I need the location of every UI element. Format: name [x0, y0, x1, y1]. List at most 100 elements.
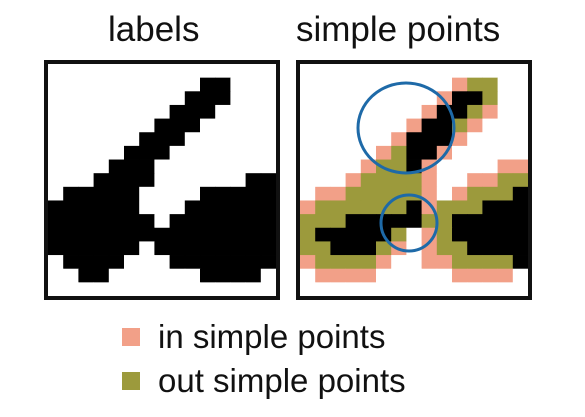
labels-black-pixel — [200, 268, 216, 283]
simple-points-white-pixel — [482, 282, 498, 297]
simple-points-white-pixel — [360, 118, 377, 133]
simple-points-out-simple-point-pixel — [315, 214, 331, 229]
simple-points-in-simple-point-pixel — [315, 268, 331, 283]
labels-white-pixel — [184, 186, 201, 201]
labels-black-pixel — [245, 255, 262, 270]
simple-points-in-simple-point-pixel — [421, 255, 438, 270]
labels-white-pixel — [63, 132, 79, 147]
labels-white-pixel — [154, 77, 170, 92]
labels-black-pixel — [245, 200, 262, 215]
simple-points-black-pixel — [376, 214, 392, 229]
labels-black-pixel — [124, 200, 140, 215]
simple-points-black-pixel — [512, 255, 529, 270]
labels-black-pixel — [200, 214, 216, 229]
labels-black-pixel — [184, 241, 201, 256]
simple-points-black-pixel — [452, 91, 468, 106]
simple-points-out-simple-point-pixel — [482, 186, 498, 201]
labels-black-pixel — [215, 255, 231, 270]
simple-points-white-pixel — [315, 118, 331, 133]
labels-white-pixel — [230, 145, 246, 160]
labels-white-pixel — [230, 159, 246, 174]
labels-black-pixel — [139, 227, 155, 242]
labels-black-pixel — [63, 186, 79, 201]
labels-black-pixel — [78, 241, 94, 256]
simple-points-in-simple-point-pixel — [512, 159, 529, 174]
simple-points-white-pixel — [436, 77, 453, 92]
labels-black-pixel — [48, 200, 64, 215]
labels-black-pixel — [108, 227, 125, 242]
labels-white-pixel — [260, 268, 277, 283]
simple-points-out-simple-point-pixel — [452, 241, 468, 256]
simple-points-out-simple-point-pixel — [360, 186, 377, 201]
labels-white-pixel — [184, 145, 201, 160]
simple-points-white-pixel — [406, 255, 422, 270]
simple-points-white-pixel — [467, 132, 483, 147]
labels-black-pixel — [200, 200, 216, 215]
simple-points-out-simple-point-pixel — [330, 200, 346, 215]
simple-points-black-pixel — [467, 241, 483, 256]
labels-white-pixel — [215, 282, 231, 297]
simple-points-in-simple-point-pixel — [330, 186, 346, 201]
simple-points-white-pixel — [467, 145, 483, 160]
simple-points-white-pixel — [330, 104, 346, 119]
simple-points-in-simple-point-pixel — [482, 173, 498, 188]
simple-points-out-simple-point-pixel — [497, 186, 514, 201]
labels-white-pixel — [63, 77, 79, 92]
labels-white-pixel — [63, 145, 79, 160]
labels-black-pixel — [245, 214, 262, 229]
simple-points-white-pixel — [436, 268, 453, 283]
labels-white-pixel — [48, 186, 64, 201]
simple-points-in-simple-point-pixel — [421, 104, 438, 119]
simple-points-in-simple-point-pixel — [452, 132, 468, 147]
labels-white-pixel — [63, 64, 79, 79]
simple-points-out-simple-point-pixel — [391, 145, 407, 160]
labels-black-pixel — [93, 214, 110, 229]
labels-black-pixel — [124, 145, 140, 160]
simple-points-black-pixel — [406, 214, 422, 229]
labels-black-pixel — [139, 132, 155, 147]
labels-white-pixel — [245, 118, 262, 133]
labels-white-pixel — [260, 282, 277, 297]
simple-points-white-pixel — [376, 91, 392, 106]
labels-white-pixel — [93, 104, 110, 119]
labels-white-pixel — [63, 173, 79, 188]
labels-white-pixel — [260, 145, 277, 160]
labels-black-pixel — [260, 200, 277, 215]
simple-points-black-pixel — [452, 104, 468, 119]
labels-black-pixel — [230, 241, 246, 256]
simple-points-white-pixel — [315, 159, 331, 174]
labels-white-pixel — [139, 255, 155, 270]
labels-black-pixel — [124, 241, 140, 256]
simple-points-white-pixel — [300, 282, 316, 297]
simple-points-out-simple-point-pixel — [300, 214, 316, 229]
simple-points-white-pixel — [512, 118, 529, 133]
simple-points-white-pixel — [315, 145, 331, 160]
simple-points-white-pixel — [406, 227, 422, 242]
simple-points-white-pixel — [436, 159, 453, 174]
labels-white-pixel — [124, 132, 140, 147]
labels-title: labels — [108, 10, 200, 49]
simple-points-black-pixel — [452, 214, 468, 229]
labels-white-pixel — [48, 145, 64, 160]
labels-white-pixel — [169, 268, 186, 283]
labels-white-pixel — [93, 132, 110, 147]
labels-black-pixel — [245, 241, 262, 256]
labels-black-pixel — [93, 255, 110, 270]
labels-white-pixel — [48, 104, 64, 119]
simple-points-white-pixel — [406, 104, 422, 119]
simple-points-white-pixel — [391, 118, 407, 133]
labels-white-pixel — [63, 159, 79, 174]
simple-points-in-simple-point-pixel — [300, 255, 316, 270]
simple-points-in-simple-point-pixel — [482, 268, 498, 283]
simple-points-in-simple-point-pixel — [300, 200, 316, 215]
labels-white-pixel — [48, 159, 64, 174]
labels-black-pixel — [184, 214, 201, 229]
simple-points-black-pixel — [497, 214, 514, 229]
labels-white-pixel — [124, 255, 140, 270]
simple-points-title: simple points — [296, 10, 501, 49]
labels-white-pixel — [200, 145, 216, 160]
labels-white-pixel — [169, 145, 186, 160]
simple-points-in-simple-point-pixel — [482, 104, 498, 119]
simple-points-black-pixel — [345, 214, 362, 229]
labels-black-pixel — [169, 118, 186, 133]
